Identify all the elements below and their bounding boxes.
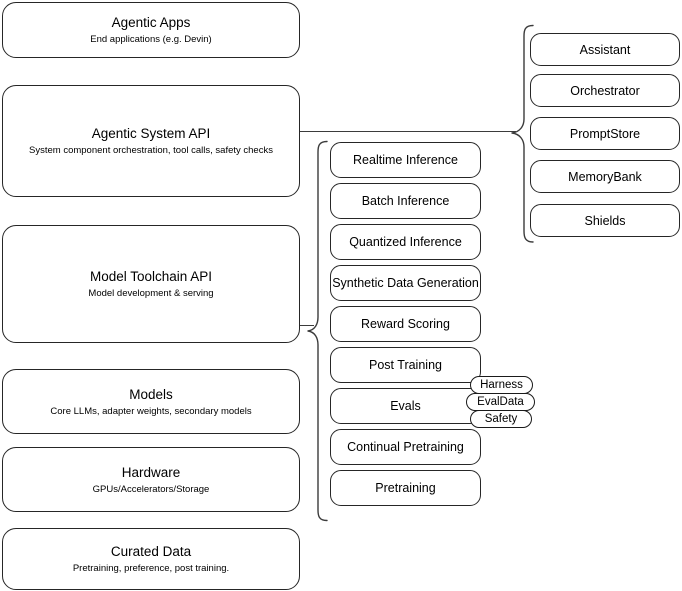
layer-title: Agentic System API: [91, 126, 211, 141]
capability-box-synthetic-data-generation[interactable]: Synthetic Data Generation: [330, 265, 481, 301]
layer-box-agentic-system-api[interactable]: Agentic System API System component orch…: [2, 85, 300, 197]
capability-label: Quantized Inference: [349, 235, 462, 249]
layer-title: Agentic Apps: [111, 15, 191, 30]
layer-subtitle: GPUs/Accelerators/Storage: [92, 483, 210, 495]
layer-title: Hardware: [121, 464, 181, 480]
capability-box-pretraining[interactable]: Pretraining: [330, 470, 481, 506]
brace-capabilities: [306, 140, 328, 522]
layer-box-model-toolchain-api[interactable]: Model Toolchain API Model development & …: [2, 225, 300, 343]
layer-box-agentic-apps[interactable]: Agentic Apps End applications (e.g. Devi…: [2, 2, 300, 58]
capability-box-realtime-inference[interactable]: Realtime Inference: [330, 142, 481, 178]
capability-label: Evals: [390, 399, 421, 413]
eval-badge-label: EvalData: [477, 396, 524, 408]
eval-badge-label: Safety: [484, 413, 518, 425]
capability-box-continual-pretraining[interactable]: Continual Pretraining: [330, 429, 481, 465]
component-box-memorybank[interactable]: MemoryBank: [530, 160, 680, 193]
layer-subtitle: Core LLMs, adapter weights, secondary mo…: [50, 405, 252, 417]
connector-model-toolchain-api-to-capabilities: [300, 325, 314, 326]
capability-label: Batch Inference: [361, 194, 450, 208]
component-box-shields[interactable]: Shields: [530, 204, 680, 237]
layer-subtitle: Model development & serving: [88, 288, 214, 299]
connector-agentic-system-api-to-components: [300, 131, 516, 132]
capability-label: Realtime Inference: [353, 153, 458, 167]
eval-badge-harness[interactable]: Harness: [470, 376, 533, 394]
eval-badge-evaldata[interactable]: EvalData: [466, 393, 535, 411]
capability-label: Continual Pretraining: [347, 440, 464, 454]
component-box-promptstore[interactable]: PromptStore: [530, 117, 680, 150]
layer-box-curated-data[interactable]: Curated Data Pretraining, preference, po…: [2, 528, 300, 590]
component-label: MemoryBank: [568, 169, 642, 184]
layer-subtitle: End applications (e.g. Devin): [90, 34, 212, 45]
capability-label: Reward Scoring: [361, 317, 450, 331]
layer-box-hardware[interactable]: Hardware GPUs/Accelerators/Storage: [2, 447, 300, 512]
capability-label: Synthetic Data Generation: [332, 276, 479, 290]
component-label: Shields: [584, 213, 626, 228]
layer-title: Models: [129, 386, 173, 402]
component-box-assistant[interactable]: Assistant: [530, 33, 680, 66]
layer-box-models[interactable]: Models Core LLMs, adapter weights, secon…: [2, 369, 300, 434]
component-box-orchestrator[interactable]: Orchestrator: [530, 74, 680, 107]
layer-subtitle: System component orchestration, tool cal…: [29, 145, 273, 156]
capability-box-quantized-inference[interactable]: Quantized Inference: [330, 224, 481, 260]
component-label: Orchestrator: [570, 83, 640, 98]
component-label: PromptStore: [569, 126, 641, 141]
eval-badge-label: Harness: [480, 379, 523, 391]
capability-box-post-training[interactable]: Post Training: [330, 347, 481, 383]
capability-box-reward-scoring[interactable]: Reward Scoring: [330, 306, 481, 342]
capability-label: Pretraining: [375, 481, 436, 495]
capability-box-batch-inference[interactable]: Batch Inference: [330, 183, 481, 219]
layer-subtitle: Pretraining, preference, post training.: [72, 563, 230, 574]
layer-title: Model Toolchain API: [89, 269, 213, 284]
capability-box-evals[interactable]: Evals: [330, 388, 481, 424]
eval-badge-safety[interactable]: Safety: [470, 410, 532, 428]
component-label: Assistant: [579, 42, 631, 57]
capability-label: Post Training: [369, 358, 442, 372]
layer-title: Curated Data: [110, 544, 192, 559]
